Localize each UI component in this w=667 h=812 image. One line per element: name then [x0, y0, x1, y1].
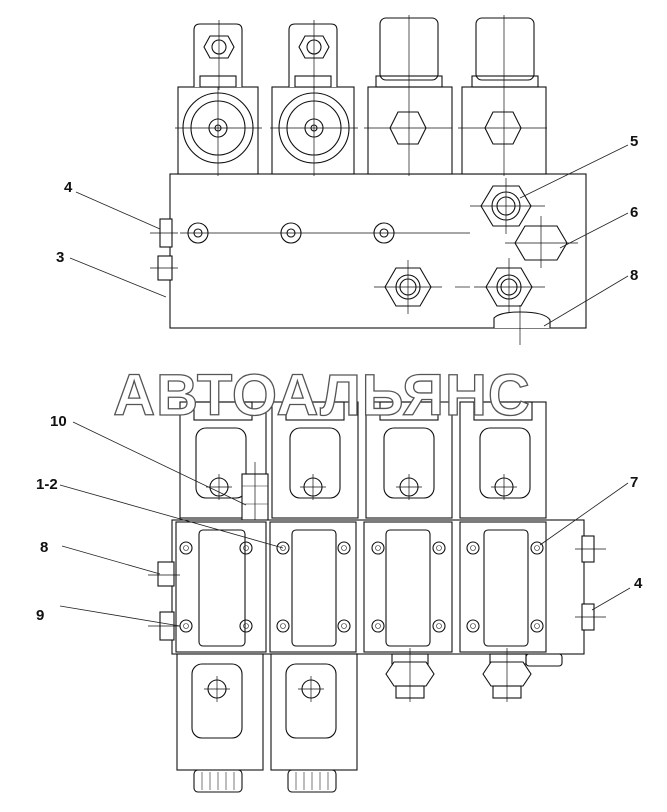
bottom-section-1 [175, 521, 267, 653]
callout-8-top: 8 [630, 267, 638, 284]
bottom-lower-solenoid-1 [176, 653, 264, 793]
bottom-fitting-under-4 [482, 648, 563, 702]
top-connector-2 [288, 20, 338, 90]
bottom-lower-solenoid-2 [270, 653, 358, 793]
callout-6: 6 [630, 204, 638, 221]
top-port-3 [373, 222, 395, 244]
bottom-fitting-10 [241, 462, 269, 528]
top-fitting-lower-right [474, 258, 545, 314]
bottom-view [148, 401, 606, 793]
top-fitting-lower-left [374, 260, 442, 314]
callout-8-bottom: 8 [40, 539, 48, 556]
bottom-upper-solenoid-4 [459, 401, 547, 519]
top-solenoid-1 [175, 80, 262, 176]
top-solenoid-4 [458, 15, 547, 176]
bottom-manifold-body [171, 519, 585, 655]
bottom-upper-solenoid-2 [271, 401, 359, 519]
bottom-fitting-under-3 [385, 648, 435, 702]
bottom-section-3 [363, 521, 453, 653]
callout-4-bottom: 4 [634, 575, 643, 592]
top-solenoid-3 [364, 15, 453, 176]
top-port-1 [187, 222, 209, 244]
watermark-text: АВТОАЛЬЯНС [113, 363, 530, 428]
top-fitting-8 [493, 305, 551, 345]
callout-5: 5 [630, 133, 638, 150]
callout-10: 10 [50, 413, 67, 430]
callout-9: 9 [36, 607, 44, 624]
top-manifold-body [169, 173, 587, 329]
callout-4-top: 4 [64, 179, 73, 196]
top-connector-1 [193, 20, 243, 90]
bottom-left-fitting-8 [157, 561, 175, 587]
top-fitting-6 [505, 216, 578, 268]
callout-1-2: 1-2 [36, 476, 58, 493]
top-solenoid-2 [270, 80, 358, 176]
callouts: 4 3 5 6 8 10 1-2 7 8 9 4 [36, 133, 643, 627]
callout-7: 7 [630, 474, 638, 491]
bottom-section-4 [459, 521, 547, 653]
top-view [150, 15, 587, 345]
top-port-2 [280, 222, 302, 244]
top-fitting-5 [470, 178, 545, 234]
bottom-upper-solenoid-3 [365, 401, 453, 519]
callout-3: 3 [56, 249, 64, 266]
bottom-section-2 [269, 521, 357, 653]
